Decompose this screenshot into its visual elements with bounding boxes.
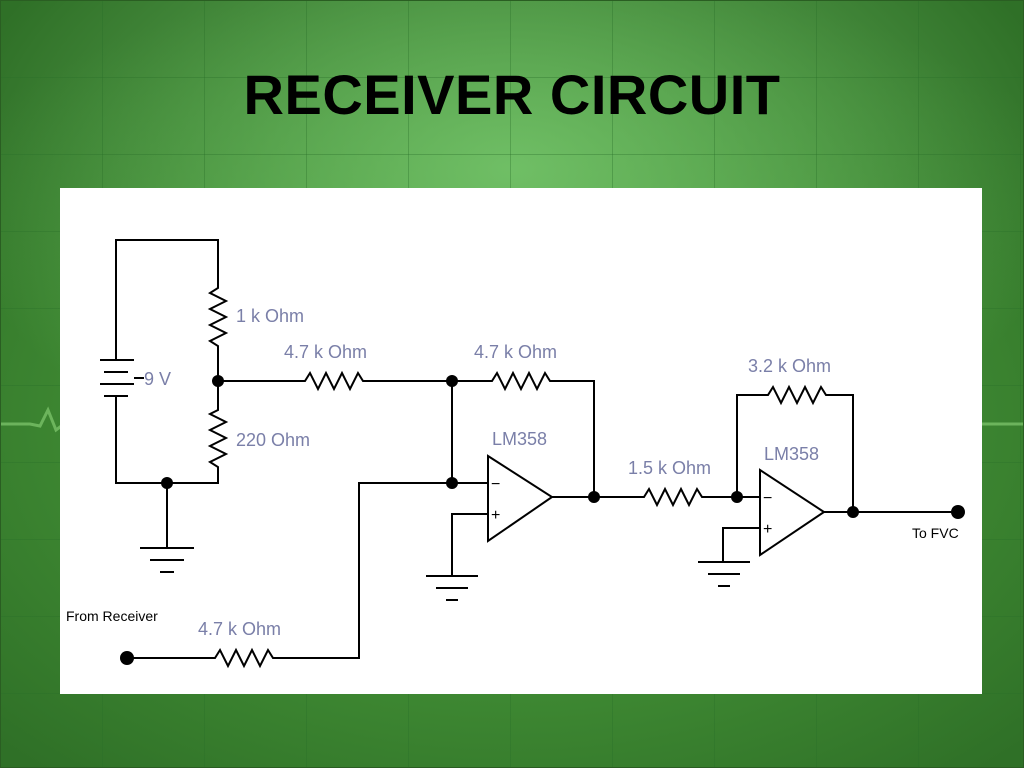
ground-symbol-3 — [698, 561, 750, 587]
resistor-1k5-label: 1.5 k Ohm — [628, 458, 711, 478]
resistor-1k — [207, 282, 229, 381]
opamp-2-plus: + — [763, 521, 772, 538]
opamp-2 — [722, 468, 958, 562]
resistor-4k7-receiver-label: 4.7 k Ohm — [198, 619, 281, 639]
opamp-2-label: LM358 — [764, 444, 819, 464]
ground-symbol-2 — [426, 575, 478, 601]
resistor-1k-label: 1 k Ohm — [236, 306, 304, 326]
resistor-3k2-feedback — [736, 384, 854, 512]
battery-loop-wires — [115, 239, 219, 484]
stage2-output-node — [847, 506, 859, 518]
slide-title: RECEIVER CIRCUIT — [243, 63, 781, 126]
opamp-1-minus: − — [491, 476, 500, 493]
opamp-1-label: LM358 — [492, 429, 547, 449]
circuit-schematic: 9 V 1 k Ohm 220 Ohm 4.7 k Ohm — [66, 239, 965, 669]
ground-symbol-1 — [140, 483, 194, 573]
resistor-4k7-feedback-label: 4.7 k Ohm — [474, 342, 557, 362]
opamp-1-plus: + — [491, 507, 500, 524]
opamp-1 — [451, 454, 594, 576]
resistor-4k7-receiver — [127, 482, 452, 669]
resistor-3k2-feedback-label: 3.2 k Ohm — [748, 356, 831, 376]
input-terminal-label: From Receiver — [66, 608, 158, 624]
resistor-4k7-input — [218, 370, 452, 392]
resistor-4k7-feedback — [452, 370, 595, 497]
resistor-220-label: 220 Ohm — [236, 430, 310, 450]
output-terminal — [951, 505, 965, 519]
battery-symbol — [100, 353, 144, 401]
resistor-220 — [207, 381, 229, 483]
resistor-1k5 — [594, 486, 737, 508]
opamp-2-minus: − — [763, 490, 772, 507]
circuit-diagram-panel: 9 V 1 k Ohm 220 Ohm 4.7 k Ohm — [60, 188, 982, 694]
resistor-4k7-input-label: 4.7 k Ohm — [284, 342, 367, 362]
battery-label: 9 V — [144, 369, 171, 389]
output-terminal-label: To FVC — [912, 525, 959, 541]
